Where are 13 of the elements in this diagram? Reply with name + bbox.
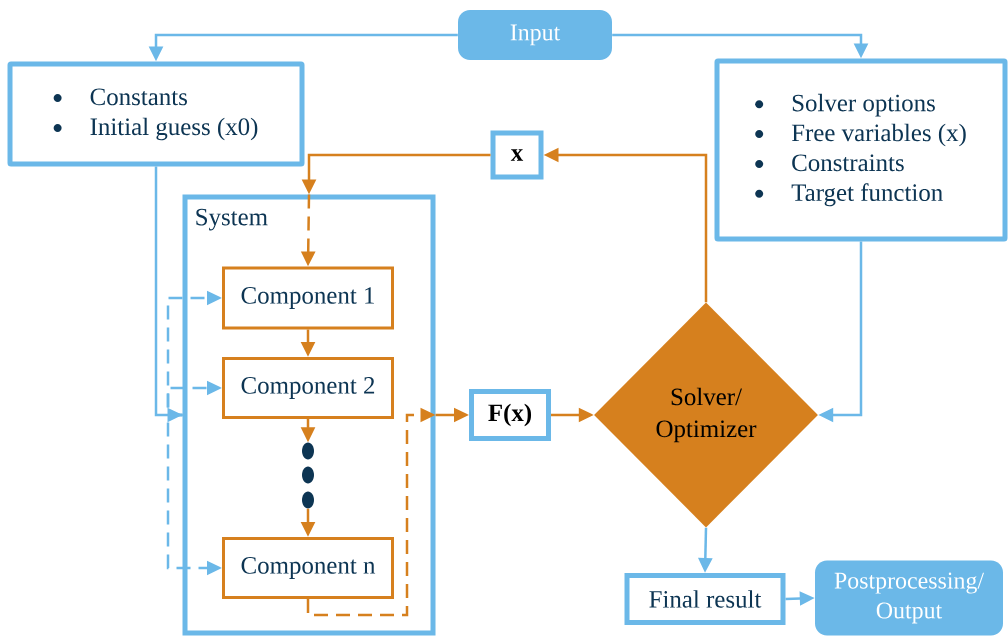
- dot: [302, 442, 314, 460]
- result-box: Final result: [624, 573, 786, 625]
- output-box: Postprocessing/ Output: [815, 560, 1003, 636]
- input-box: Input: [458, 10, 612, 60]
- component-box: Component 1: [222, 266, 394, 330]
- function-box: F(x): [469, 389, 551, 441]
- list-box: Constants Initial guess (x0): [7, 61, 305, 167]
- component-box: Component 2: [222, 357, 394, 419]
- dot: [302, 491, 314, 509]
- component-box: Component n: [222, 537, 394, 599]
- dot: [302, 466, 314, 484]
- variable-box: x: [490, 130, 544, 180]
- list-box: Solver options Free variables (x) Constraints Target function: [714, 58, 1008, 242]
